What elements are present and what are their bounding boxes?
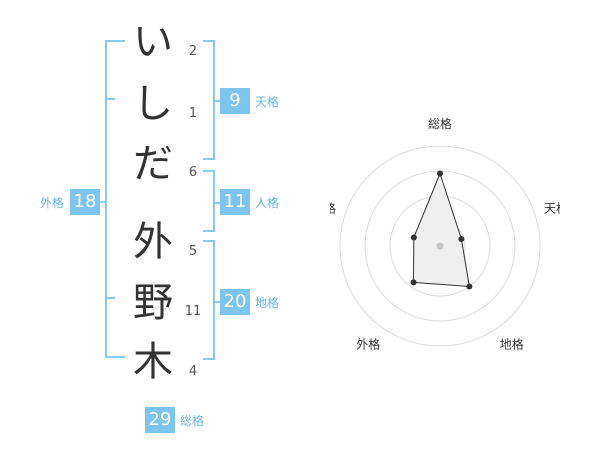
radar-axis-label-1: 総格: [428, 116, 452, 131]
radar-axis-label-4: 外格: [356, 337, 380, 352]
stroke-count-4: 5: [188, 244, 198, 259]
radar-axis-label-2: 天格: [544, 200, 560, 215]
radar-point-3: [466, 283, 473, 290]
gaikaku-tick-lower: [105, 297, 115, 299]
tenkaku-bracket-top: [203, 40, 215, 42]
gaikaku-bracket-bottom: [105, 356, 125, 358]
radar-point-5: [410, 234, 417, 241]
radar-axis-label-5: 人格: [330, 200, 336, 215]
name-char-4: 外: [133, 219, 173, 265]
radar-axis-label-3: 地格: [500, 337, 524, 352]
gaikaku-score-badge: 18: [70, 189, 100, 215]
stroke-count-3: 6: [188, 165, 198, 180]
tenkaku-score-badge: 9: [220, 88, 250, 114]
radar-point-2: [458, 236, 465, 243]
gaikaku-label: 外格: [40, 196, 65, 210]
gaikaku-bracket-vertical: [105, 40, 107, 358]
chikaku-bracket-top: [203, 240, 215, 242]
radar-point-1: [437, 170, 443, 177]
gaikaku-connector: [98, 201, 106, 203]
jinkaku-score-badge: 11: [220, 189, 250, 215]
stroke-count-6: 4: [188, 364, 198, 379]
name-char-5: 野: [133, 280, 173, 326]
jinkaku-bracket-top: [203, 170, 215, 172]
name-char-1: い: [133, 19, 173, 65]
gaikaku-bracket-top: [105, 40, 125, 42]
chikaku-connector: [213, 301, 221, 303]
stroke-count-1: 2: [188, 44, 198, 59]
tenkaku-label: 天格: [255, 95, 280, 109]
chikaku-score-badge: 20: [220, 289, 250, 315]
tenkaku-connector: [213, 100, 221, 102]
stroke-count-5: 11: [184, 304, 202, 319]
radar-center-dot: [436, 242, 444, 250]
stroke-count-2: 1: [188, 106, 198, 121]
jinkaku-bracket-vertical: [213, 170, 215, 232]
name-char-2: し: [133, 81, 173, 127]
soukaku-score-badge: 29: [145, 407, 175, 433]
name-char-3: だ: [133, 141, 173, 187]
gaikaku-tick-upper: [105, 98, 115, 100]
soukaku-label: 総格: [180, 414, 205, 428]
jinkaku-label: 人格: [255, 196, 280, 210]
chikaku-bracket-vertical: [213, 240, 215, 360]
chikaku-bracket-bottom: [203, 358, 215, 360]
radar-score-polygon: [412, 172, 470, 288]
fortune-radar-chart: 総格天格地格 外格 人格: [330, 116, 560, 352]
tenkaku-bracket-bottom: [203, 158, 215, 160]
radar-ring-4: [339, 145, 541, 347]
chikaku-label: 地格: [255, 296, 280, 310]
jinkaku-connector: [213, 202, 221, 204]
radar-point-4: [410, 279, 417, 286]
jinkaku-bracket-bottom: [203, 230, 215, 232]
name-char-6: 木: [133, 339, 173, 385]
